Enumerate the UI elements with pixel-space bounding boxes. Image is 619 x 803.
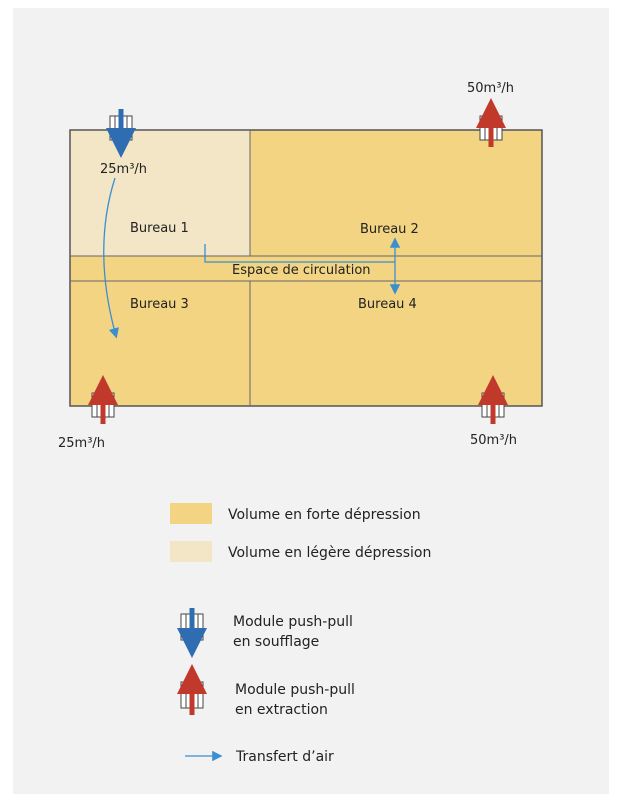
- legend-label-air-transfer: Transfert d’air: [235, 749, 334, 765]
- legend-label-extraction-line2: en extraction: [235, 702, 328, 718]
- floor-outline: [69, 129, 543, 407]
- flow-label-top-right: 50m³/h: [467, 81, 514, 96]
- legend-extraction-module-icon: [177, 664, 207, 715]
- legend-label-extraction-line1: Module push-pull: [235, 682, 355, 698]
- air-transfer-arrow-bureau1-to-bureau3: [103, 177, 119, 339]
- supply-module-top-left-icon: [106, 109, 136, 158]
- room-label-bureau-4: Bureau 4: [358, 297, 417, 312]
- room-label-corridor: Espace de circulation: [232, 263, 371, 278]
- legend-swatch-light-depression: [170, 541, 212, 562]
- room-label-bureau-2: Bureau 2: [360, 222, 419, 237]
- room-label-bureau-3: Bureau 3: [130, 297, 189, 312]
- bureau-2-area: [250, 130, 542, 256]
- extraction-module-bottom-right-icon: [478, 375, 508, 424]
- air-transfer-arrow-corridor-path: [204, 244, 395, 263]
- flow-label-top-left: 25m³/h: [100, 162, 147, 177]
- legend-label-strong-depression: Volume en forte dépression: [228, 507, 421, 523]
- floor-plan: [69, 129, 543, 407]
- legend-label-supply-line2: en soufflage: [233, 634, 319, 650]
- legend-label-light-depression: Volume en légère dépression: [228, 545, 431, 561]
- corridor-area: [70, 256, 542, 281]
- bureau-1-area: [70, 130, 250, 256]
- legend-supply-module-icon: [177, 608, 207, 658]
- legend-swatch-strong-depression: [170, 503, 212, 524]
- flow-label-bottom-right: 50m³/h: [470, 433, 517, 448]
- legend-label-supply-line1: Module push-pull: [233, 614, 353, 630]
- room-label-bureau-1: Bureau 1: [130, 221, 189, 236]
- extraction-module-bottom-left-icon: [88, 375, 118, 424]
- flow-label-bottom-left: 25m³/h: [58, 436, 105, 451]
- extraction-module-top-right-icon: [476, 98, 506, 147]
- legend: Volume en forte dépression Volume en lég…: [170, 503, 431, 765]
